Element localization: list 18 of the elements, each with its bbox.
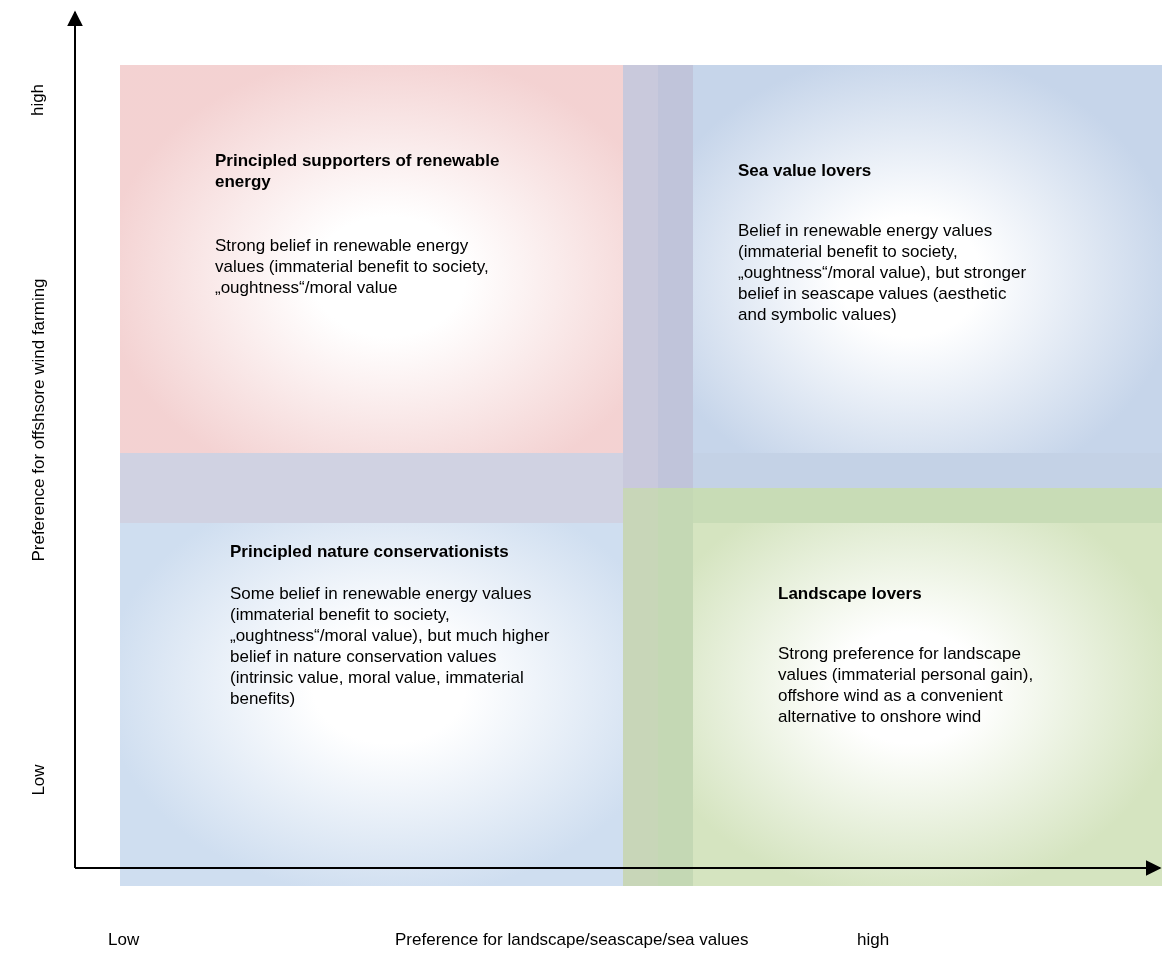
- quadrant-description: Belief in renewable energy values (immaterial benefit to society, „oughtness“/moral value), but stronger belief in seascape values (aesthetic and symbolic values): [738, 220, 1028, 325]
- axis-title: Preference for landscape/seascape/sea values: [395, 930, 749, 950]
- axis-label: Low: [108, 930, 140, 950]
- quadrant-panel: [120, 65, 658, 488]
- axis-label: Low: [28, 764, 49, 796]
- quadrant-heading: Landscape lovers: [778, 583, 923, 604]
- axis-title: Preference for offshsore wind farming: [28, 278, 49, 562]
- quadrant-description: Strong preference for landscape values (immaterial personal gain), offshore wind as a convenient alternative to onshore wind: [778, 643, 1035, 727]
- quadrant-panel: [120, 488, 658, 886]
- quadrant-panel: [658, 65, 1162, 488]
- axis-label: high: [857, 930, 890, 950]
- quadrant-panel: [658, 488, 1162, 886]
- quadrant-description: Strong belief in renewable energy values (immaterial benefit to society, „oughtness“/moral value: [215, 235, 490, 298]
- quadrant-heading: Sea value lovers: [738, 160, 873, 181]
- axis-label: high: [28, 83, 49, 117]
- quadrant-description: Some belief in renewable energy values (immaterial benefit to society, „oughtness“/moral value), but much higher belief in nature conservation values (intrinsic value, moral value, immaterial benefits): [230, 583, 550, 709]
- quadrant-heading: Principled nature conservationists: [230, 541, 510, 562]
- quadrant-heading: Principled supporters of renewable energy: [215, 150, 501, 192]
